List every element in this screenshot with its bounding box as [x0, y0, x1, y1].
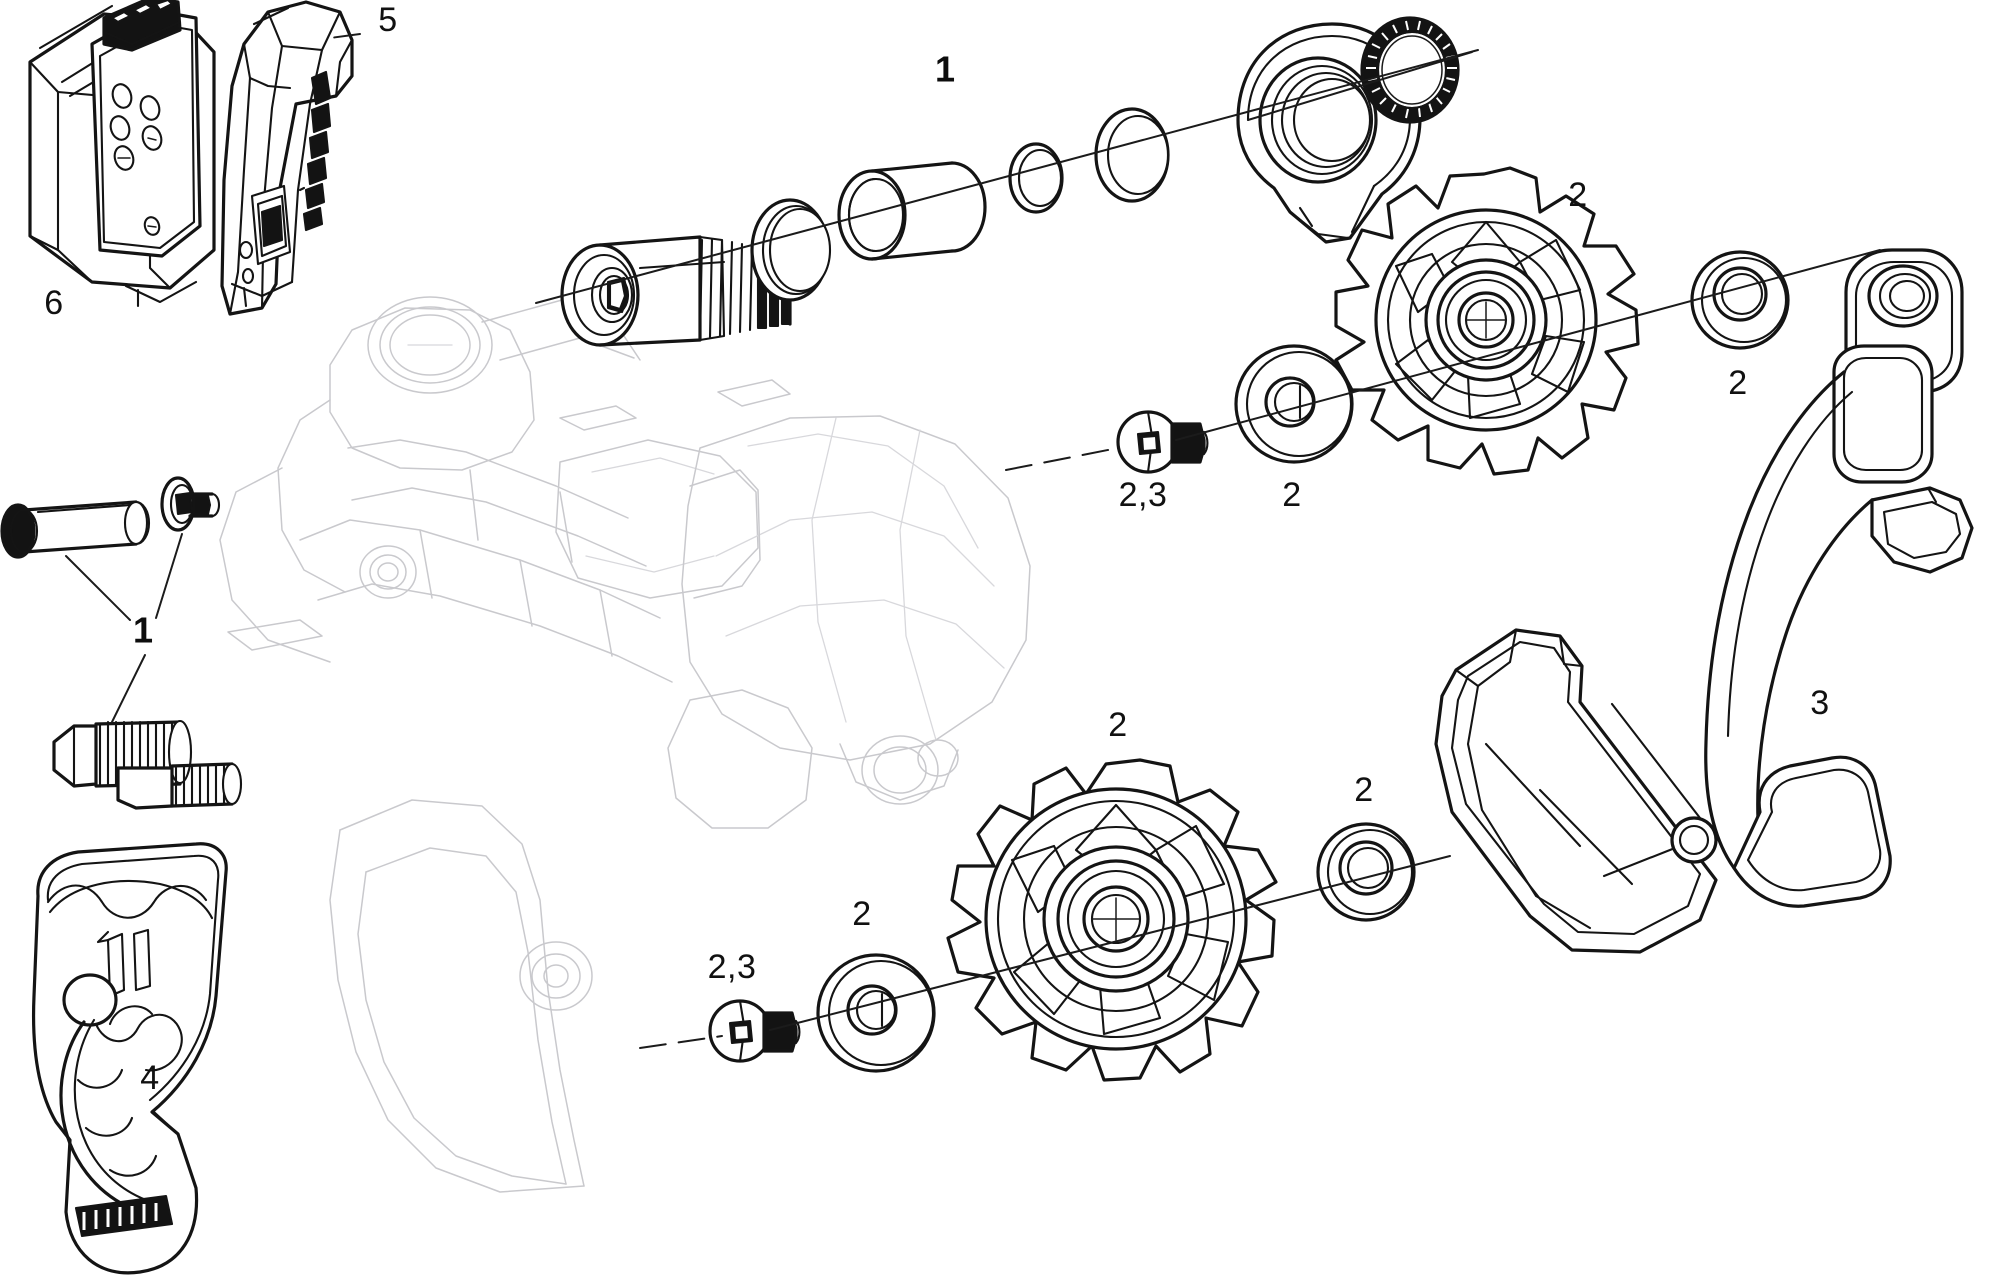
callout-5-battery-cover: 5	[378, 1, 397, 39]
part-lower-pulley-bolt[interactable]	[708, 999, 801, 1063]
leader-lines	[65, 33, 1881, 1049]
part-washer-ring-b[interactable]	[1008, 142, 1064, 214]
stud-threads-b	[174, 764, 226, 806]
cover-ribs	[302, 70, 332, 232]
knurl-ticks	[1366, 20, 1457, 119]
part-pin-bolt[interactable]	[0, 500, 151, 559]
part-upper-pulley-washer-outer[interactable]	[1690, 250, 1790, 350]
callout-2-lower-pulley: 2	[1108, 706, 1127, 744]
callout-2-upper-wash-out: 2	[1728, 364, 1747, 402]
part-washer-ring-a[interactable]	[750, 198, 832, 302]
part-battery-cover[interactable]	[220, 0, 354, 316]
callout-labels: 1 5 6 2 2 2 2,3 3 2 2 2 2,3 1 4	[44, 1, 1829, 1097]
callout-3-cage: 3	[1810, 684, 1829, 722]
callout-23-upper-bolt: 2,3	[1119, 476, 1168, 514]
part-lower-pulley-wheel[interactable]	[946, 758, 1278, 1082]
derailleur-body-ghost	[219, 296, 1031, 1193]
part-upper-pulley-washer-inner[interactable]	[1234, 344, 1354, 464]
callout-2-upper-wash-in: 2	[1282, 476, 1301, 514]
part-battery[interactable]	[28, 0, 216, 308]
part-washer-ring-c[interactable]	[1094, 107, 1170, 203]
part-threaded-stud[interactable]	[52, 719, 243, 810]
part-skid-plate[interactable]	[31, 842, 228, 1275]
part-spacer-bushing[interactable]	[837, 161, 987, 261]
callout-1-hardware: 1	[133, 610, 153, 651]
part-limit-screw[interactable]	[160, 476, 220, 532]
part-upper-pulley-wheel[interactable]	[1334, 166, 1640, 476]
callout-1-top: 1	[935, 49, 955, 90]
part-cage-assembly[interactable]	[1434, 248, 1974, 954]
callout-23-lower-bolt: 2,3	[708, 948, 757, 986]
part-lower-pulley-washer-inner[interactable]	[816, 953, 936, 1073]
part-upper-pulley-bolt[interactable]	[1116, 410, 1209, 474]
callout-2-lower-wash-out: 2	[1354, 771, 1373, 809]
callout-2-lower-wash-in: 2	[852, 895, 871, 933]
callout-4-skid-plate: 4	[140, 1059, 159, 1097]
callout-6-battery: 6	[44, 284, 63, 322]
sram-wordmark	[74, 1194, 174, 1238]
callout-2-upper-pulley: 2	[1568, 176, 1587, 214]
part-lower-pulley-washer-outer[interactable]	[1316, 822, 1416, 922]
